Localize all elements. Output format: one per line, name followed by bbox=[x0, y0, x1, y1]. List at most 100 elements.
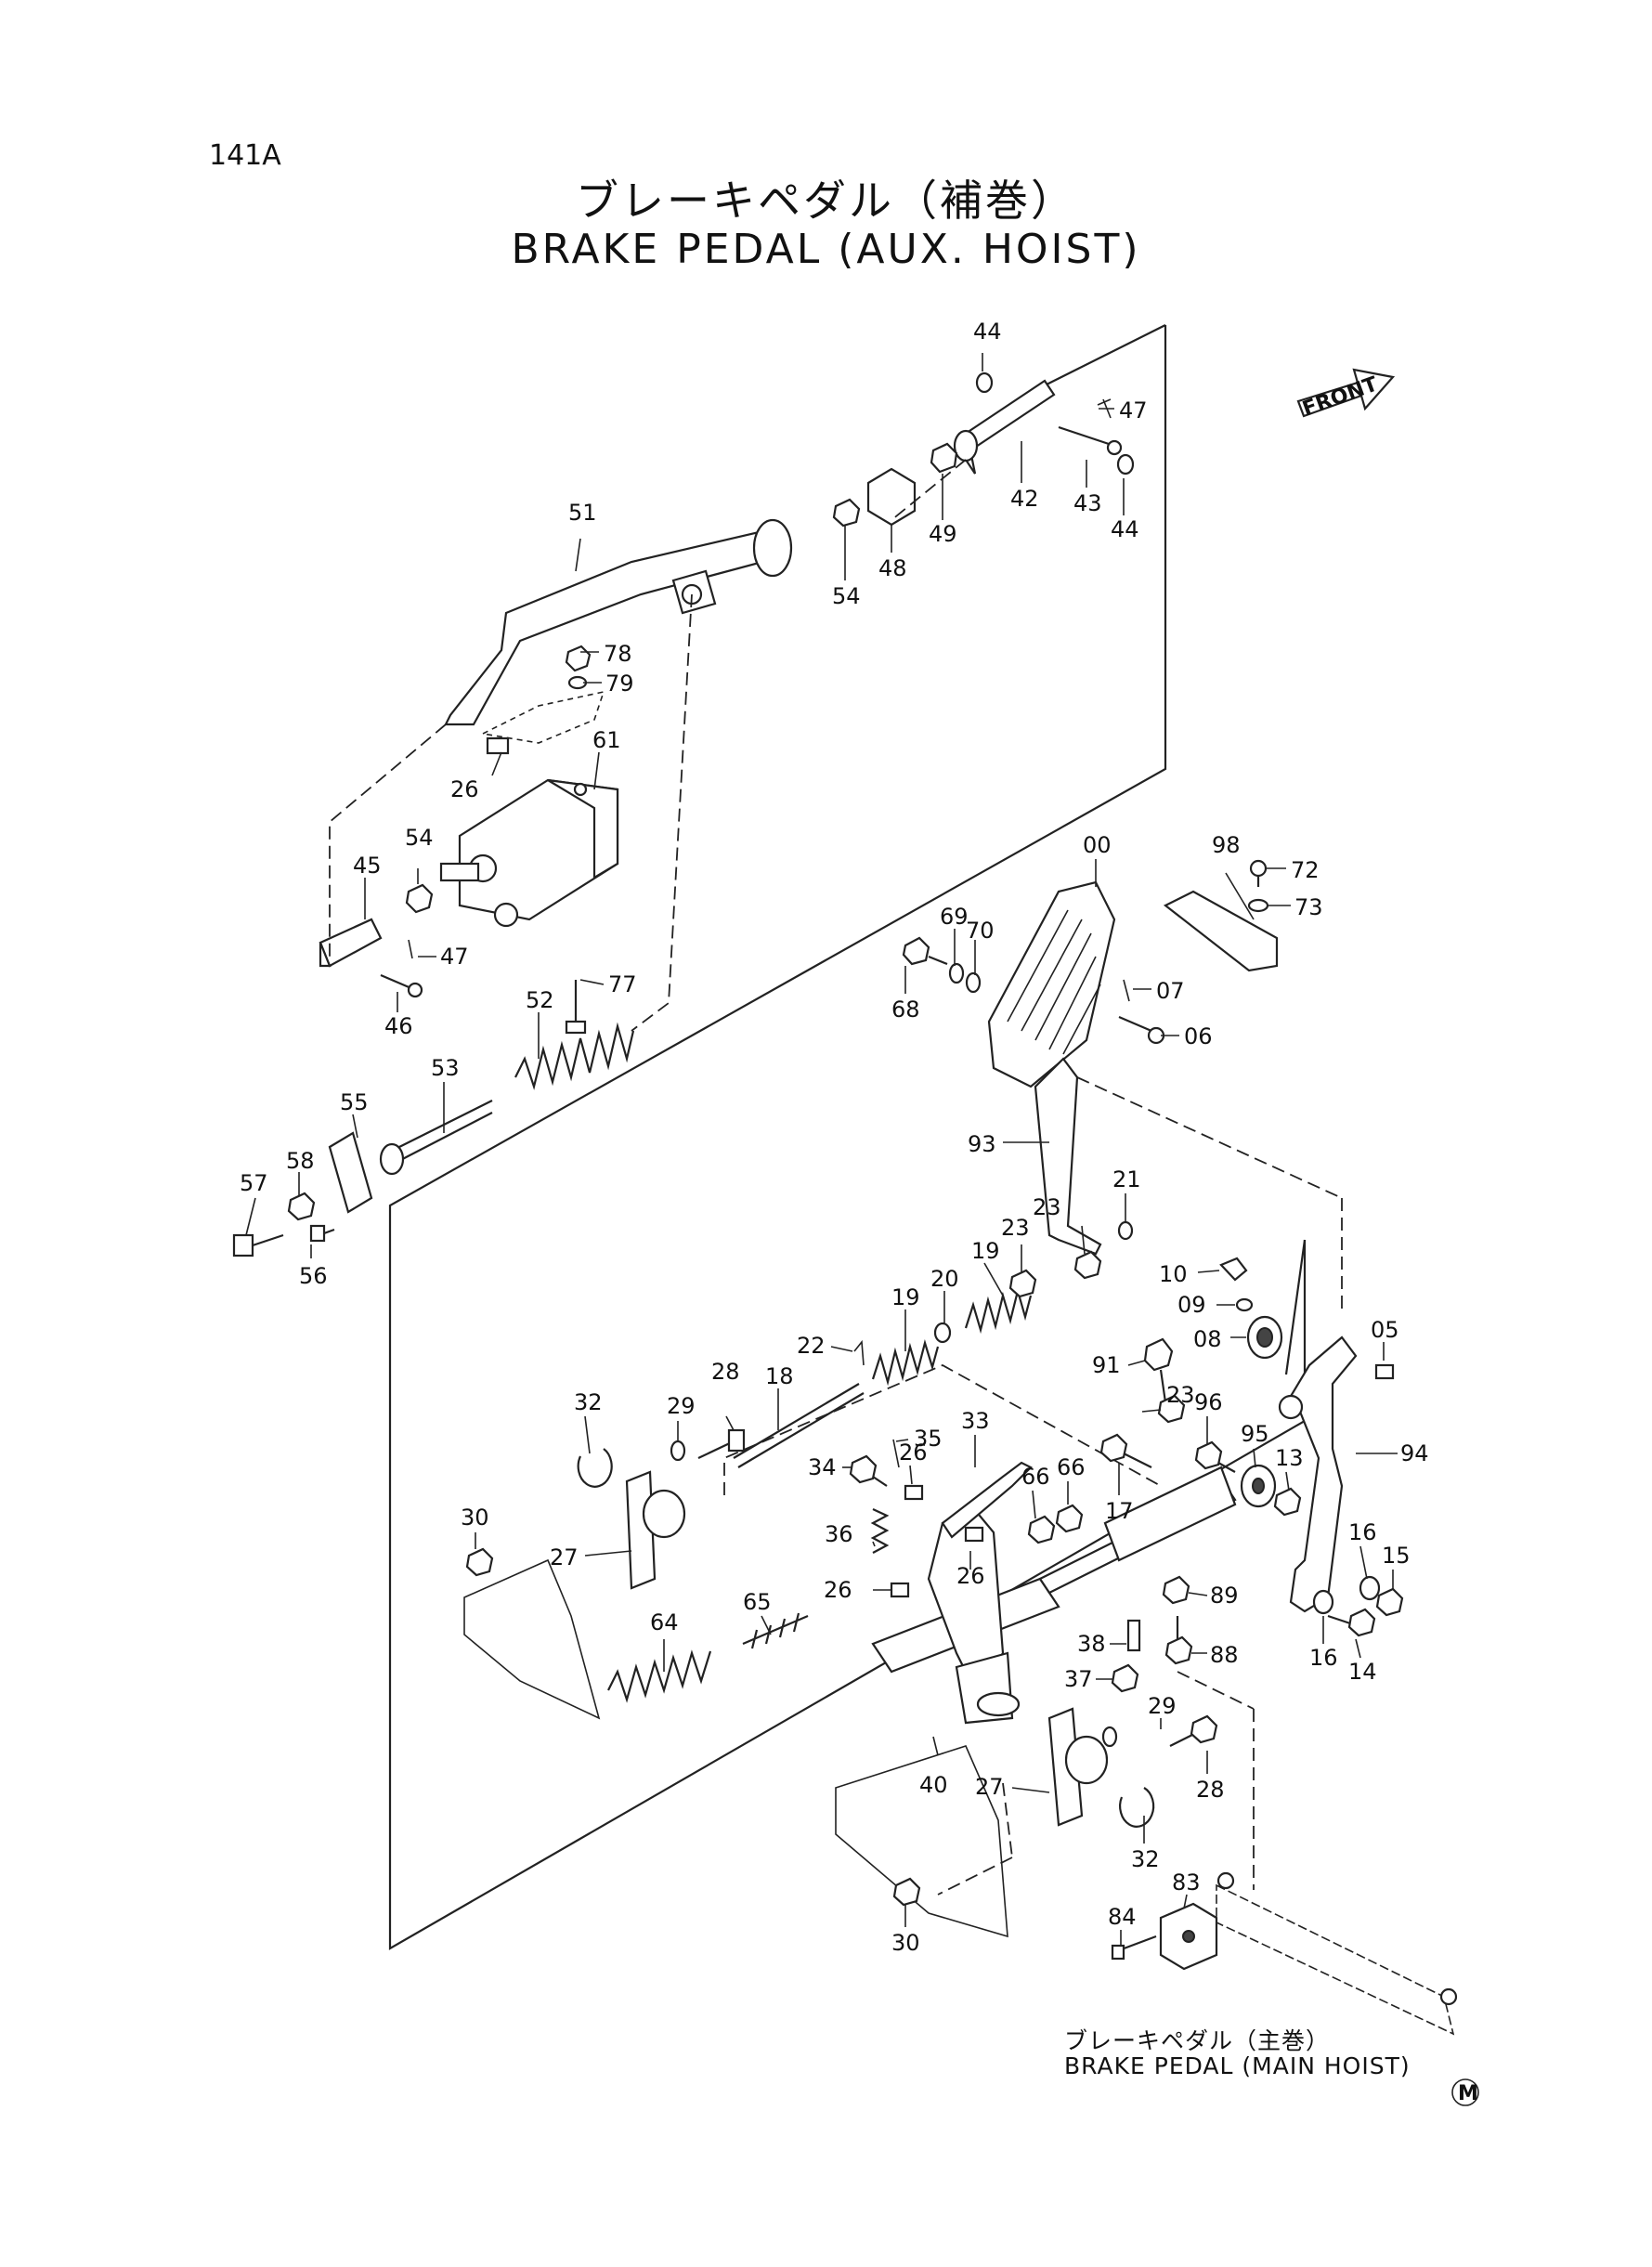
part-callout: 17 bbox=[1105, 1498, 1134, 1524]
washer-29 bbox=[670, 1440, 686, 1462]
part-callout: 38 bbox=[1077, 1631, 1106, 1657]
page-code: 141A bbox=[209, 139, 281, 172]
part-callout: 83 bbox=[1172, 1870, 1201, 1896]
part-callout: 66 bbox=[1021, 1464, 1050, 1490]
part-callout: 29 bbox=[667, 1393, 696, 1419]
bracket-55 bbox=[328, 1131, 373, 1214]
pin-43 bbox=[1058, 425, 1123, 456]
spring-52 bbox=[514, 1022, 635, 1090]
reference-note: BRAKE PEDAL (MAIN HOIST) bbox=[1064, 2052, 1411, 2079]
washer-21 bbox=[1117, 1220, 1134, 1241]
part-callout: 89 bbox=[1210, 1583, 1239, 1609]
part-callout: 07 bbox=[1156, 978, 1185, 1004]
part-callout: 49 bbox=[929, 521, 957, 547]
cotter-pin-47 bbox=[408, 939, 413, 959]
pin-26 bbox=[890, 1582, 910, 1598]
cotter-pin-22 bbox=[853, 1339, 865, 1366]
part-callout: 64 bbox=[650, 1609, 679, 1635]
part-callout: 35 bbox=[914, 1426, 943, 1452]
part-callout: 44 bbox=[1111, 516, 1139, 542]
part-callout: 20 bbox=[930, 1266, 959, 1292]
bracket-27 bbox=[1047, 1707, 1109, 1827]
part-callout: 32 bbox=[1131, 1846, 1160, 1872]
part-callout: 52 bbox=[526, 987, 554, 1013]
block-83 bbox=[1159, 1902, 1218, 1971]
clevis-45 bbox=[319, 918, 383, 968]
callout-labels: 44 47 42 43 44 49 48 54 51 78 79 61 26 5… bbox=[240, 319, 1429, 1956]
part-callout: 40 bbox=[919, 1772, 948, 1798]
bracket-rail bbox=[1038, 1466, 1237, 1595]
spring-64 bbox=[607, 1649, 712, 1703]
washer-20 bbox=[933, 1322, 952, 1344]
bolt-56 bbox=[309, 1224, 335, 1243]
bolt-77-head bbox=[565, 1020, 587, 1035]
model-mark-icon: M bbox=[1451, 2078, 1479, 2106]
washer-70 bbox=[965, 971, 982, 994]
part-callout: 28 bbox=[711, 1359, 740, 1385]
main-hoist-pin bbox=[1439, 1987, 1458, 2006]
guide-dash bbox=[937, 1857, 1013, 1896]
guide-line bbox=[1034, 324, 1166, 391]
part-callout: 88 bbox=[1210, 1642, 1239, 1668]
part-callout: 05 bbox=[1371, 1317, 1399, 1343]
main-hoist-pin bbox=[1216, 1871, 1235, 1890]
part-callout: 53 bbox=[431, 1055, 460, 1081]
nut-30 bbox=[465, 1547, 494, 1577]
part-callout: 16 bbox=[1309, 1645, 1338, 1671]
part-callout: 34 bbox=[808, 1454, 837, 1480]
washer-69 bbox=[948, 962, 965, 984]
part-callout: 78 bbox=[604, 641, 632, 667]
part-callout: 45 bbox=[353, 853, 382, 879]
part-callout: 91 bbox=[1092, 1352, 1121, 1378]
bolt-68 bbox=[902, 936, 948, 966]
arm-93 bbox=[1034, 1057, 1102, 1256]
washer-09 bbox=[1235, 1297, 1254, 1312]
part-callout: 28 bbox=[1196, 1777, 1225, 1803]
part-callout: 47 bbox=[440, 944, 469, 970]
brake-valve-61 bbox=[439, 778, 619, 928]
roller-95 bbox=[1240, 1464, 1277, 1508]
part-callout: 55 bbox=[340, 1089, 369, 1115]
bolt-72 bbox=[1249, 859, 1268, 887]
part-callout: 54 bbox=[405, 825, 434, 851]
part-callout: 66 bbox=[1057, 1454, 1086, 1480]
washer-29 bbox=[1101, 1726, 1118, 1748]
bolt-96 bbox=[1194, 1440, 1236, 1473]
bolt-28 bbox=[697, 1428, 746, 1459]
nut-23 bbox=[1008, 1269, 1037, 1298]
bolt-38 bbox=[1126, 1619, 1141, 1652]
nut-66 bbox=[1027, 1515, 1056, 1544]
part-callout: 22 bbox=[797, 1333, 826, 1359]
part-callout: 98 bbox=[1212, 832, 1241, 858]
nut-78 bbox=[565, 645, 592, 672]
snap-ring-32 bbox=[1119, 1787, 1155, 1828]
frame-sketch bbox=[835, 1745, 1008, 1938]
guide-dash bbox=[631, 593, 693, 1032]
part-callout: 72 bbox=[1291, 857, 1320, 883]
arm-33 bbox=[941, 1461, 1033, 1539]
nut-89 bbox=[1162, 1575, 1190, 1605]
part-callout: 69 bbox=[940, 904, 969, 930]
part-callout: 16 bbox=[1348, 1519, 1377, 1545]
guide-dash bbox=[723, 1363, 1162, 1495]
part-callout: 43 bbox=[1073, 490, 1102, 516]
part-callout: 26 bbox=[824, 1577, 852, 1603]
lever-94 bbox=[1278, 1335, 1358, 1613]
pin-26 bbox=[964, 1526, 984, 1543]
guide-dash bbox=[1076, 1076, 1343, 1199]
snap-ring-32 bbox=[577, 1448, 613, 1488]
part-callout: 27 bbox=[550, 1544, 579, 1570]
part-callout: 18 bbox=[765, 1363, 794, 1389]
nut-49 bbox=[930, 442, 958, 474]
bolt-17 bbox=[1099, 1433, 1152, 1468]
turnbuckle-48 bbox=[866, 467, 917, 527]
bolt-10 bbox=[1219, 1257, 1248, 1282]
nut-13 bbox=[1273, 1487, 1302, 1517]
nut-58 bbox=[287, 1192, 316, 1221]
pin-46 bbox=[380, 973, 423, 998]
part-callout: 84 bbox=[1108, 1904, 1137, 1930]
part-callout: 30 bbox=[461, 1505, 489, 1531]
part-callout: 42 bbox=[1010, 486, 1039, 512]
part-callout: 65 bbox=[743, 1589, 772, 1615]
part-callout: 10 bbox=[1159, 1261, 1188, 1287]
